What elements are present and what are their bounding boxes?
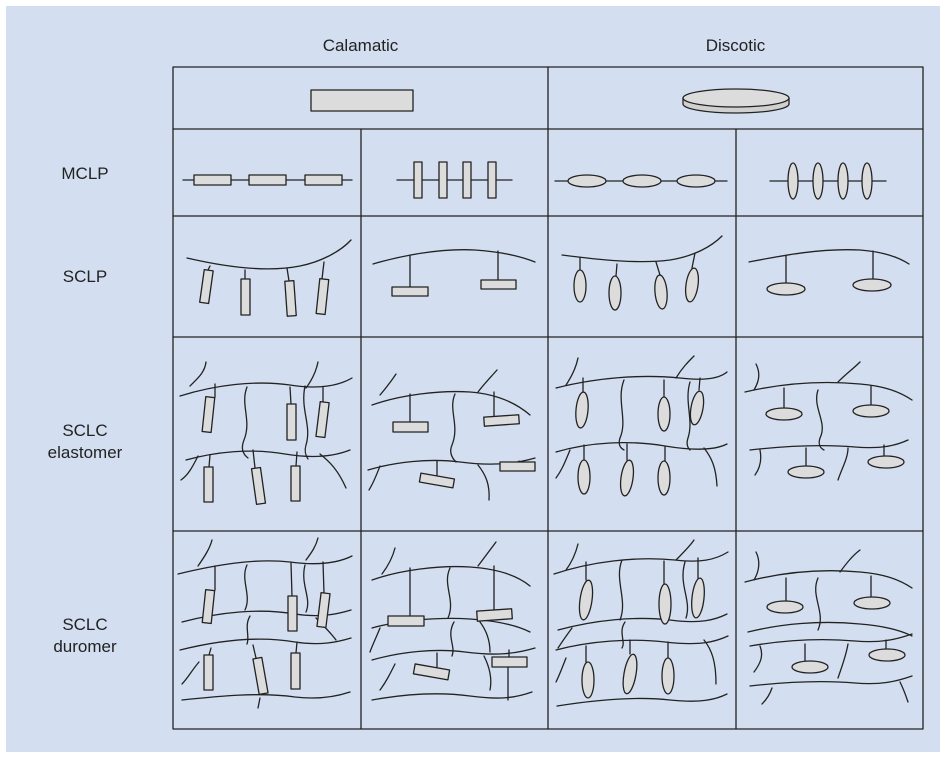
- header-discotic: Discotic: [705, 36, 766, 55]
- mclp-discotic-perpendicular: [769, 162, 887, 200]
- diagram-background: [6, 6, 940, 752]
- table-grid: [172, 66, 924, 730]
- sclc-duromer-discotic-parallel: [553, 539, 729, 707]
- sclc-duromer-calamatic-parallel: [177, 537, 353, 709]
- sclp-discotic-perpendicular: [748, 249, 910, 296]
- row-label-sclp: SCLP: [62, 267, 108, 286]
- row-label-sclc-duromer-line2: duromer: [53, 637, 117, 656]
- row-label-sclc-duromer-line1: SCLC: [62, 615, 108, 634]
- sclc-elastomer-calamatic-parallel: [179, 361, 353, 506]
- mclp-calamatic-perpendicular: [396, 161, 513, 199]
- mclp-discotic-parallel: [554, 174, 728, 188]
- sclp-calamatic-parallel: [186, 239, 352, 317]
- header-calamatic: Calamatic: [322, 36, 399, 55]
- sclc-duromer-calamatic-perpendicular: [369, 541, 536, 701]
- sclc-duromer-discotic-perpendicular: [744, 549, 913, 705]
- discotic-disc-mesogen: [682, 88, 790, 114]
- row-label-sclc-duromer: SCLC duromer: [30, 614, 140, 658]
- row-label-mclp: MCLP: [61, 164, 109, 183]
- row-label-sclc-elastomer-line1: SCLC: [62, 421, 108, 440]
- sclc-elastomer-calamatic-perpendicular: [367, 369, 536, 501]
- calamatic-rod-mesogen: [310, 89, 414, 112]
- sclc-elastomer-discotic-parallel: [555, 355, 728, 497]
- sclp-calamatic-perpendicular: [372, 249, 536, 297]
- sclp-discotic-parallel: [561, 235, 723, 311]
- row-label-sclc-elastomer: SCLC elastomer: [30, 420, 140, 464]
- mclp-calamatic-parallel: [182, 174, 353, 186]
- sclc-elastomer-discotic-perpendicular: [744, 361, 913, 481]
- row-label-sclc-elastomer-line2: elastomer: [47, 443, 123, 462]
